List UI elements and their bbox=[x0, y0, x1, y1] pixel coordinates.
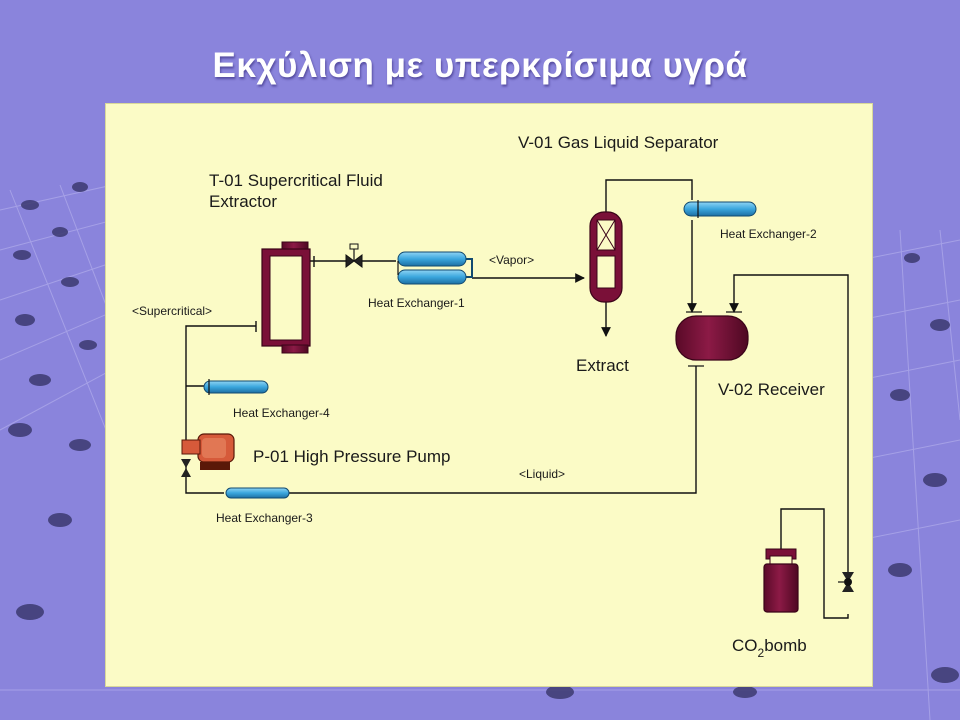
pump-check-valve-icon bbox=[181, 459, 191, 477]
pipe-co2-to-receiver bbox=[729, 274, 849, 572]
pipe-co2-bottle bbox=[780, 508, 849, 619]
extract-label: Extract bbox=[576, 356, 629, 375]
heat-exchanger-2 bbox=[683, 200, 757, 218]
pipe-separator-top bbox=[605, 179, 693, 212]
background-dots bbox=[8, 182, 959, 699]
co2-valve-icon bbox=[838, 572, 854, 592]
receiver-vessel bbox=[675, 311, 749, 367]
co2-label-rest: bomb bbox=[764, 636, 807, 655]
heat-exchanger-3 bbox=[225, 487, 290, 499]
co2-label: CO2bomb bbox=[732, 636, 807, 660]
heat-exchanger-1 bbox=[397, 251, 473, 285]
hx3-label: Heat Exchanger-3 bbox=[216, 511, 313, 525]
extractor-label-line1: T-01 Supercritical Fluid bbox=[209, 171, 383, 190]
process-diagram-panel: T-01 Supercritical Fluid Extractor Heat … bbox=[105, 103, 873, 687]
pipe-pump-to-extractor bbox=[185, 325, 256, 444]
liquid-label: <Liquid> bbox=[519, 467, 565, 481]
extractor-label-line2: Extractor bbox=[209, 192, 277, 211]
pump-label: P-01 High Pressure Pump bbox=[253, 447, 450, 466]
hx4-label: Heat Exchanger-4 bbox=[233, 406, 330, 420]
co2-label-main: CO bbox=[732, 636, 758, 655]
hx2-label: Heat Exchanger-2 bbox=[720, 227, 817, 241]
high-pressure-pump bbox=[181, 433, 235, 470]
co2-label-sub: 2 bbox=[758, 646, 765, 660]
co2-cylinder bbox=[763, 548, 799, 613]
hx1-label: Heat Exchanger-1 bbox=[368, 296, 465, 310]
supercritical-label: <Supercritical> bbox=[132, 304, 212, 318]
receiver-label: V-02 Receiver bbox=[718, 380, 825, 399]
extractor-outlet-valve-icon bbox=[345, 243, 363, 268]
process-flow-diagram: T-01 Supercritical Fluid Extractor Heat … bbox=[132, 133, 854, 660]
vapor-label: <Vapor> bbox=[489, 253, 534, 267]
slide-title: Εκχύλιση με υπερκρίσιμα υγρά bbox=[212, 46, 748, 85]
extractor-vessel bbox=[255, 241, 315, 354]
gas-liquid-separator-vessel bbox=[589, 211, 623, 303]
separator-label: V-01 Gas Liquid Separator bbox=[518, 133, 719, 152]
heat-exchanger-4 bbox=[203, 379, 269, 395]
